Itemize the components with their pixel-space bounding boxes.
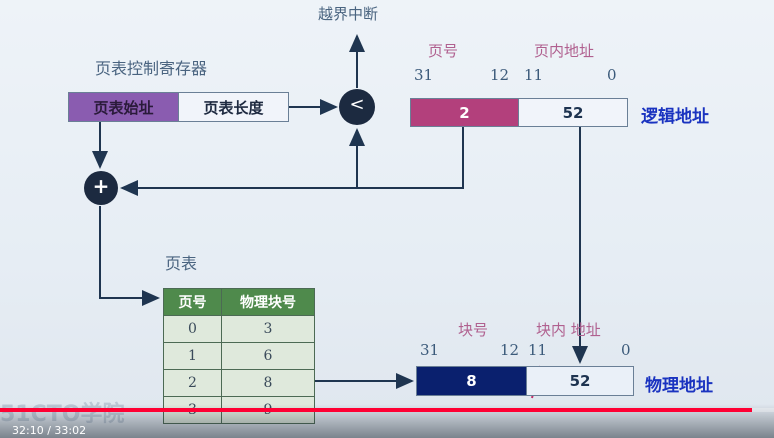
logical-offset-cell: 52 [518,98,628,127]
block-offset-label: 块内 地址 [536,321,601,339]
cell: 2 [163,369,222,397]
bit-label: 0 [607,66,617,84]
physical-address-label: 物理地址 [645,376,713,396]
page-table-length-cell: 页表长度 [178,92,289,122]
cell: 3 [221,315,315,343]
header-block: 物理块号 [221,288,315,316]
bit-label: 12 [500,341,520,359]
physical-block-cell: 8 [416,366,527,396]
bit-label: 11 [524,66,544,84]
bit-label: 11 [528,341,548,359]
logical-address-label: 逻辑地址 [641,107,709,127]
cell: 6 [221,342,315,370]
add-symbol: + [92,174,110,198]
header-page: 页号 [163,288,222,316]
compare-node [339,89,375,125]
page-number-label: 页号 [428,42,459,60]
logical-page-cell: 2 [410,98,519,127]
page-table-title: 页表 [165,254,198,273]
progress-fill [0,408,752,412]
compare-symbol: < [349,94,365,115]
physical-offset-cell: 52 [526,366,634,396]
register-title: 页表控制寄存器 [95,59,208,78]
page-table-base-cell: 页表始址 [68,92,179,122]
bit-label: 31 [420,341,440,359]
block-number-label: 块号 [458,321,489,339]
add-node [84,171,118,205]
cell: 1 [163,342,222,370]
cell: 0 [163,315,222,343]
progress-bar[interactable] [0,408,774,412]
page-offset-label: 页内地址 [534,42,595,60]
overflow-interrupt-label: 越界中断 [318,5,379,23]
bit-label: 31 [414,66,434,84]
bit-label: 12 [490,66,510,84]
time-display: 32:10 / 33:02 [12,424,87,437]
cell: 8 [221,369,315,397]
bit-label: 0 [621,341,631,359]
